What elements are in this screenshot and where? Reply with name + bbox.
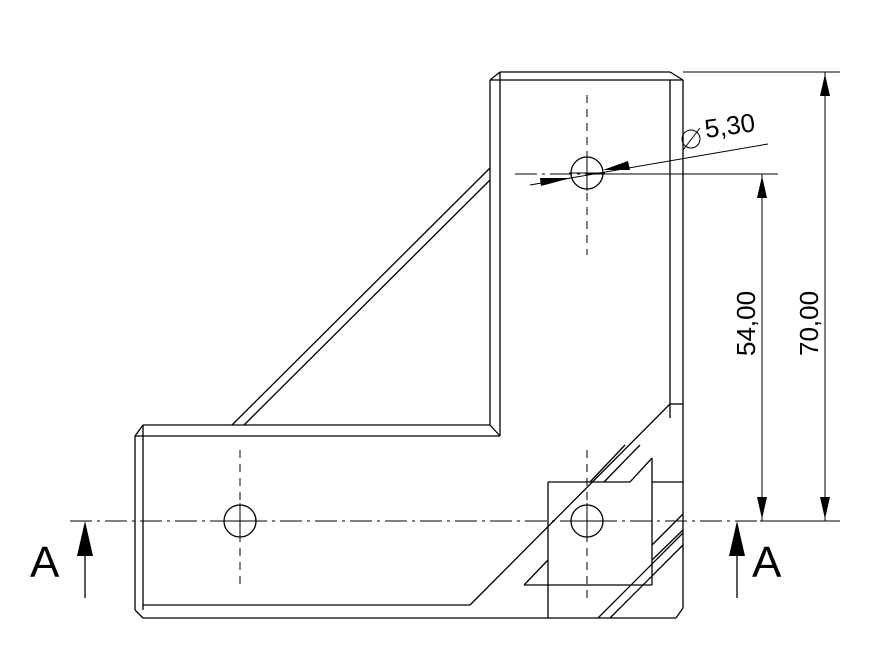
- dimension-70: 70,00: [683, 71, 840, 522]
- section-marker-right: A: [729, 521, 782, 598]
- arrow-up-icon: [729, 521, 745, 556]
- section-label-right: A: [752, 538, 782, 587]
- arrow-up-icon: [77, 521, 93, 556]
- gusset-rib: [231, 167, 491, 426]
- diameter-value: 5,30: [703, 107, 757, 144]
- section-label-left: A: [30, 538, 60, 587]
- center-lines: [70, 95, 760, 600]
- dimension-54: 54,00: [605, 173, 778, 521]
- height-54-value: 54,00: [731, 291, 761, 356]
- section-marker-left: A: [30, 521, 93, 598]
- corner-weld: [469, 403, 684, 619]
- diameter-dimension: 5,30: [529, 107, 769, 186]
- diameter-symbol-icon: [681, 127, 701, 151]
- bracket-outline: [134, 71, 684, 619]
- height-70-value: 70,00: [794, 291, 824, 356]
